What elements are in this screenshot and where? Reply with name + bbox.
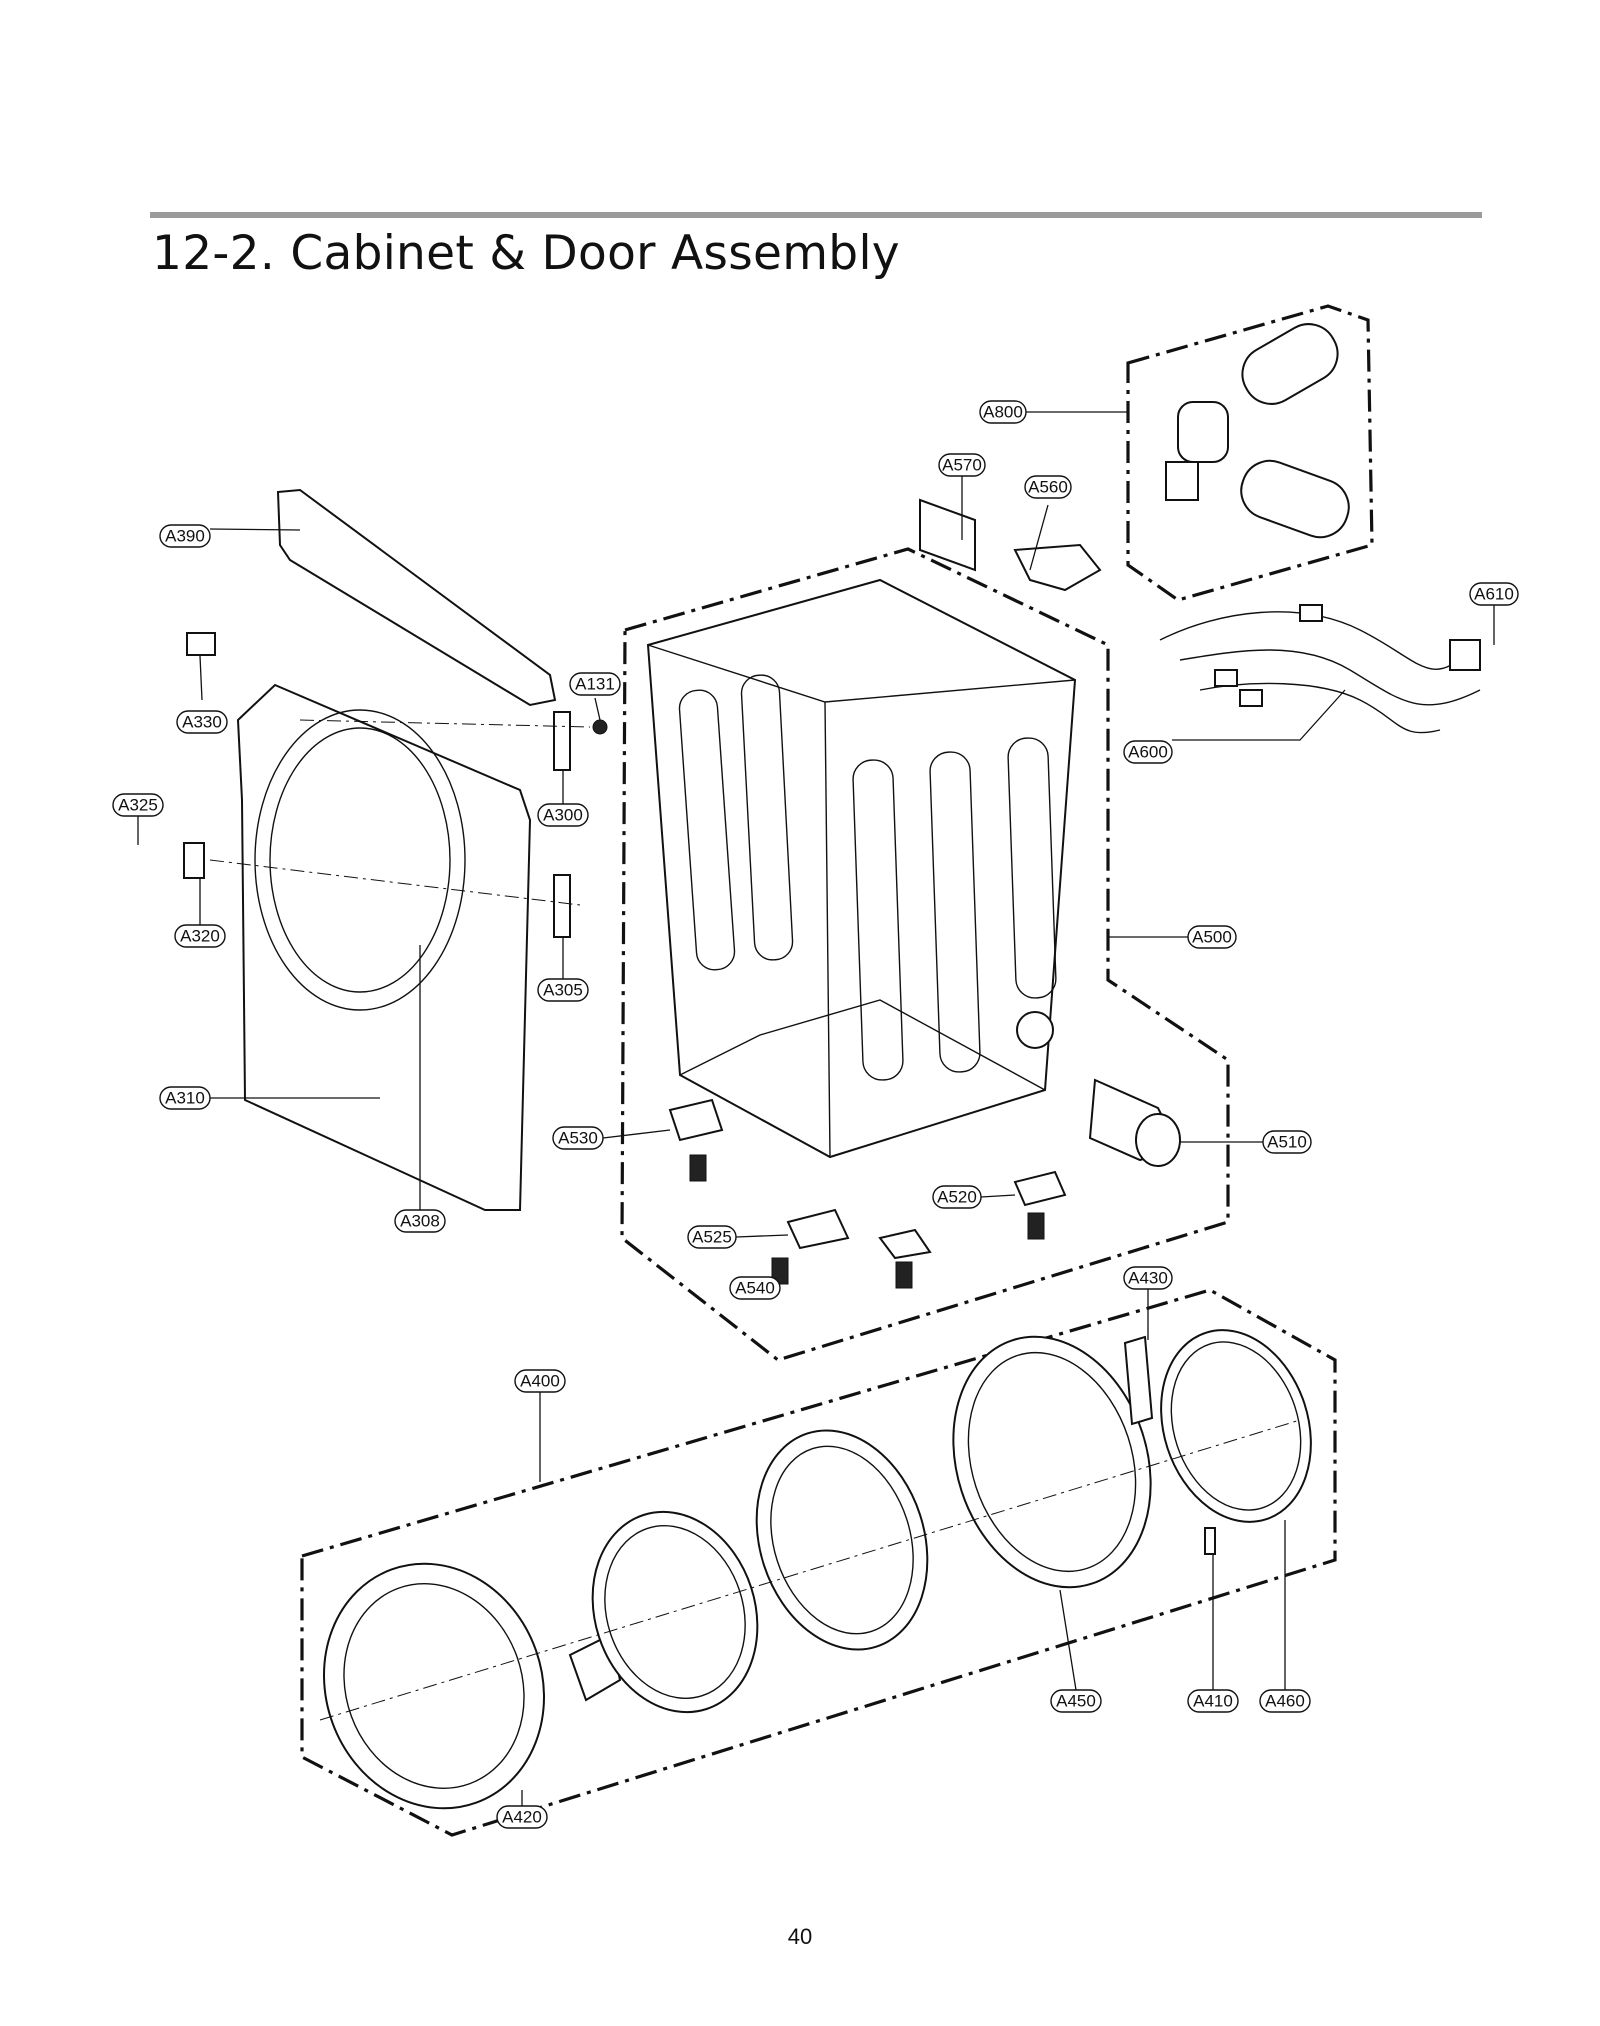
svg-text:A600: A600 bbox=[1128, 743, 1168, 762]
svg-text:A540: A540 bbox=[735, 1279, 775, 1298]
hinge-bracket-upper bbox=[553, 711, 571, 771]
callout-A520: A520 bbox=[932, 1185, 982, 1209]
callout-A500: A500 bbox=[1187, 925, 1237, 949]
callout-A310: A310 bbox=[159, 1086, 211, 1110]
callout-A540: A540 bbox=[729, 1276, 781, 1300]
svg-text:A330: A330 bbox=[182, 713, 222, 732]
leveling-feet bbox=[668, 1098, 1067, 1289]
svg-text:A310: A310 bbox=[165, 1089, 205, 1108]
callout-A600: A600 bbox=[1123, 740, 1173, 764]
leader-lines bbox=[137, 411, 1495, 1806]
title-rule bbox=[150, 212, 1482, 218]
svg-text:A410: A410 bbox=[1193, 1692, 1233, 1711]
exhaust-outlet bbox=[1088, 1078, 1181, 1167]
callout-A560: A560 bbox=[1024, 475, 1072, 499]
svg-text:A430: A430 bbox=[1128, 1269, 1168, 1288]
rear-bracket bbox=[919, 498, 976, 572]
svg-text:A300: A300 bbox=[543, 806, 583, 825]
lock-bracket bbox=[183, 842, 205, 879]
svg-text:A420: A420 bbox=[502, 1808, 542, 1827]
callout-A410: A410 bbox=[1187, 1689, 1239, 1713]
duct-kit-group bbox=[1126, 304, 1374, 602]
callout-A525: A525 bbox=[687, 1225, 737, 1249]
svg-text:A460: A460 bbox=[1265, 1692, 1305, 1711]
svg-text:A500: A500 bbox=[1192, 928, 1232, 947]
door-axis-line bbox=[319, 1419, 1301, 1721]
svg-text:A510: A510 bbox=[1267, 1133, 1307, 1152]
callout-A320: A320 bbox=[174, 924, 226, 948]
door-group bbox=[300, 1288, 1337, 1837]
front-panel bbox=[236, 683, 532, 1211]
svg-text:A450: A450 bbox=[1056, 1692, 1096, 1711]
callout-A430: A430 bbox=[1123, 1266, 1173, 1290]
page-title: 12-2. Cabinet & Door Assembly bbox=[152, 226, 900, 281]
duct-parts bbox=[1165, 323, 1350, 539]
door-parts bbox=[323, 1329, 1312, 1810]
callout-A325: A325 bbox=[112, 793, 164, 817]
svg-text:A560: A560 bbox=[1028, 478, 1068, 497]
bushing bbox=[592, 719, 608, 735]
switch-block bbox=[186, 632, 216, 656]
callout-A400: A400 bbox=[514, 1369, 566, 1393]
page-number: 40 bbox=[787, 1924, 813, 1949]
callout-A308: A308 bbox=[394, 1209, 446, 1233]
wire-harness bbox=[1159, 604, 1481, 734]
callout-A390: A390 bbox=[159, 524, 211, 548]
callout-A570: A570 bbox=[938, 453, 986, 477]
callout-A420: A420 bbox=[496, 1805, 548, 1829]
svg-text:A530: A530 bbox=[558, 1129, 598, 1148]
panel-axis-line-2 bbox=[209, 859, 581, 906]
callout-A800: A800 bbox=[979, 400, 1027, 424]
svg-text:A520: A520 bbox=[937, 1188, 977, 1207]
svg-text:A308: A308 bbox=[400, 1212, 440, 1231]
top-plate bbox=[276, 488, 557, 707]
cabinet-group bbox=[620, 547, 1230, 1362]
callout-A305: A305 bbox=[537, 978, 589, 1002]
callout-A330: A330 bbox=[176, 710, 228, 734]
callout-A510: A510 bbox=[1262, 1130, 1312, 1154]
svg-text:A131: A131 bbox=[575, 675, 615, 694]
svg-text:A570: A570 bbox=[942, 456, 982, 475]
cabinet-body bbox=[646, 578, 1077, 1159]
hinge-bracket-lower bbox=[553, 874, 571, 938]
callout-A450: A450 bbox=[1050, 1689, 1102, 1713]
svg-text:A305: A305 bbox=[543, 981, 583, 1000]
panel-axis-line-1 bbox=[299, 719, 591, 728]
callout-A530: A530 bbox=[552, 1126, 604, 1150]
svg-text:A800: A800 bbox=[983, 403, 1023, 422]
svg-text:A325: A325 bbox=[118, 796, 158, 815]
callout-A131: A131 bbox=[569, 672, 621, 696]
svg-text:A610: A610 bbox=[1474, 585, 1514, 604]
svg-text:A390: A390 bbox=[165, 527, 205, 546]
callout-A460: A460 bbox=[1259, 1689, 1311, 1713]
callout-A300: A300 bbox=[537, 803, 589, 827]
svg-text:A525: A525 bbox=[692, 1228, 732, 1247]
svg-text:A400: A400 bbox=[520, 1372, 560, 1391]
callout-A610: A610 bbox=[1469, 582, 1519, 606]
svg-text:A320: A320 bbox=[180, 927, 220, 946]
duct-cover bbox=[1013, 543, 1102, 592]
